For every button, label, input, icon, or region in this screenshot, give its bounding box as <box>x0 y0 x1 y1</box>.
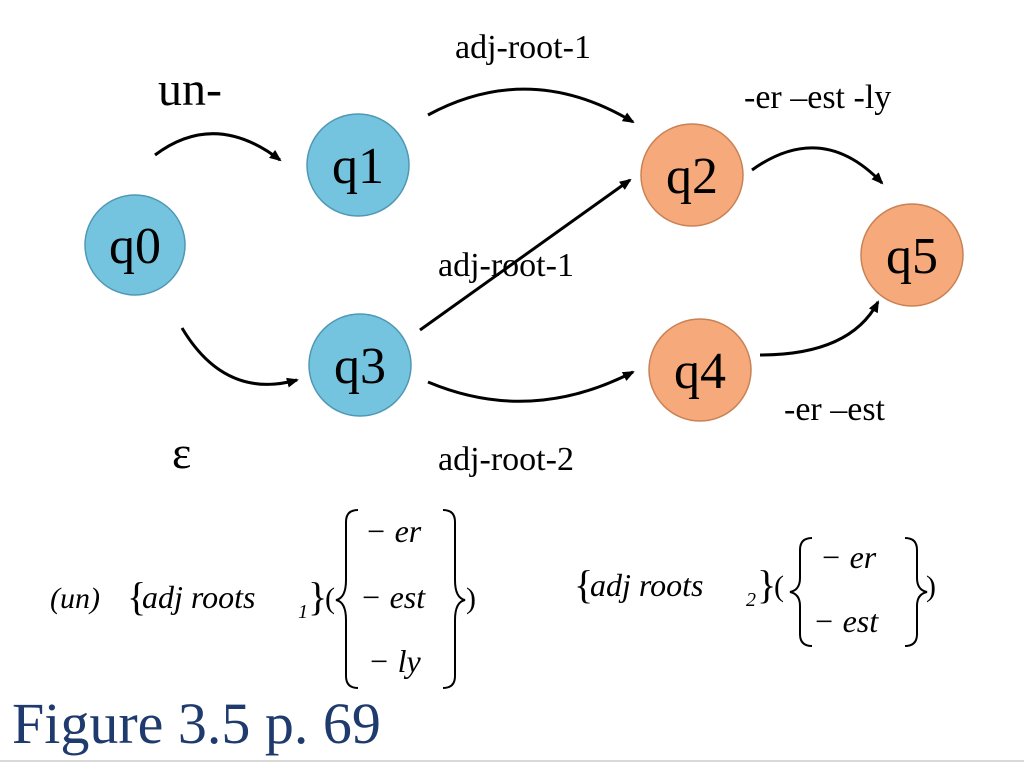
state-q4: q4 <box>648 318 752 422</box>
edge-q4-q5 <box>759 300 880 357</box>
formula-right-suffix-est: − est <box>813 603 879 639</box>
state-q0-circle <box>84 194 186 296</box>
edge-q1-q2 <box>427 87 635 124</box>
edge-label-q3-q4: adj-root-2 <box>438 441 574 478</box>
edge-q0-q3 <box>180 327 299 388</box>
bottom-rule <box>0 760 1024 762</box>
formula-left-set-close-brace: } <box>308 574 327 619</box>
state-q3: q3 <box>308 313 412 417</box>
state-q4-label: q4 <box>674 343 726 400</box>
state-q2: q2 <box>640 123 744 227</box>
state-q4-circle <box>648 318 752 422</box>
formula-right-brace-open <box>789 537 813 647</box>
formula-right-set: adj roots <box>590 567 704 603</box>
edge-label-epsilon: ε <box>172 427 191 478</box>
state-q2-label: q2 <box>666 148 718 205</box>
formula-right-brace-close <box>904 537 928 647</box>
edge-q3-q2 <box>419 178 632 332</box>
formula-left-suffix-est: − est <box>360 579 426 615</box>
formula-left-set: adj roots <box>142 579 256 615</box>
edge-q2-q5 <box>751 146 884 185</box>
state-q0: q0 <box>84 194 186 296</box>
state-q0-label: q0 <box>109 218 161 275</box>
formula-left-prefix: (un) <box>50 582 100 615</box>
formula-left-suffix-ly: − ly <box>368 643 421 679</box>
state-q1-label: q1 <box>332 138 384 195</box>
formula-left-brace-close <box>442 509 466 689</box>
edge-label-un: un- <box>158 63 222 116</box>
formula-left-subscript: 1 <box>298 601 308 623</box>
edge-label-q2-q5: -er –est -ly <box>744 79 891 116</box>
formula-left: (un) { adj roots 1 } ( − er − est − ly ) <box>50 509 476 689</box>
formula-right-set-close-brace: } <box>757 562 776 607</box>
formula-right-open-paren: ( <box>774 570 784 603</box>
formula-right: { adj roots 2 } ( − er − est ) <box>574 537 936 647</box>
state-q2-circle <box>640 123 744 227</box>
figure-caption: Figure 3.5 p. 69 <box>12 691 381 756</box>
edge-label-q4-q5: -er –est <box>784 391 886 428</box>
formula-right-suffix-er: − er <box>820 539 877 575</box>
formula-left-brace-open <box>335 509 359 689</box>
state-q5-label: q5 <box>886 228 938 285</box>
state-q3-circle <box>308 313 412 417</box>
edge-label-q3-q2: adj-root-1 <box>438 247 574 284</box>
edge-q3-q4 <box>427 370 635 403</box>
state-q5-circle <box>860 203 964 307</box>
formula-right-close-paren: ) <box>926 570 936 603</box>
formula-left-close-paren: ) <box>466 582 476 615</box>
state-q1-circle <box>306 113 410 217</box>
formula-right-subscript: 2 <box>746 589 756 611</box>
formula-left-suffix-er: − er <box>365 513 422 549</box>
formula-right-set-open-brace: { <box>574 562 593 607</box>
formula-left-set-open-brace: { <box>127 574 146 619</box>
formula-left-open-paren: ( <box>325 582 335 615</box>
state-q3-label: q3 <box>334 338 386 395</box>
edge-label-q1-q2: adj-root-1 <box>455 29 591 66</box>
edge-q0-q1 <box>154 132 282 162</box>
state-q5: q5 <box>860 203 964 307</box>
state-q1: q1 <box>306 113 410 217</box>
